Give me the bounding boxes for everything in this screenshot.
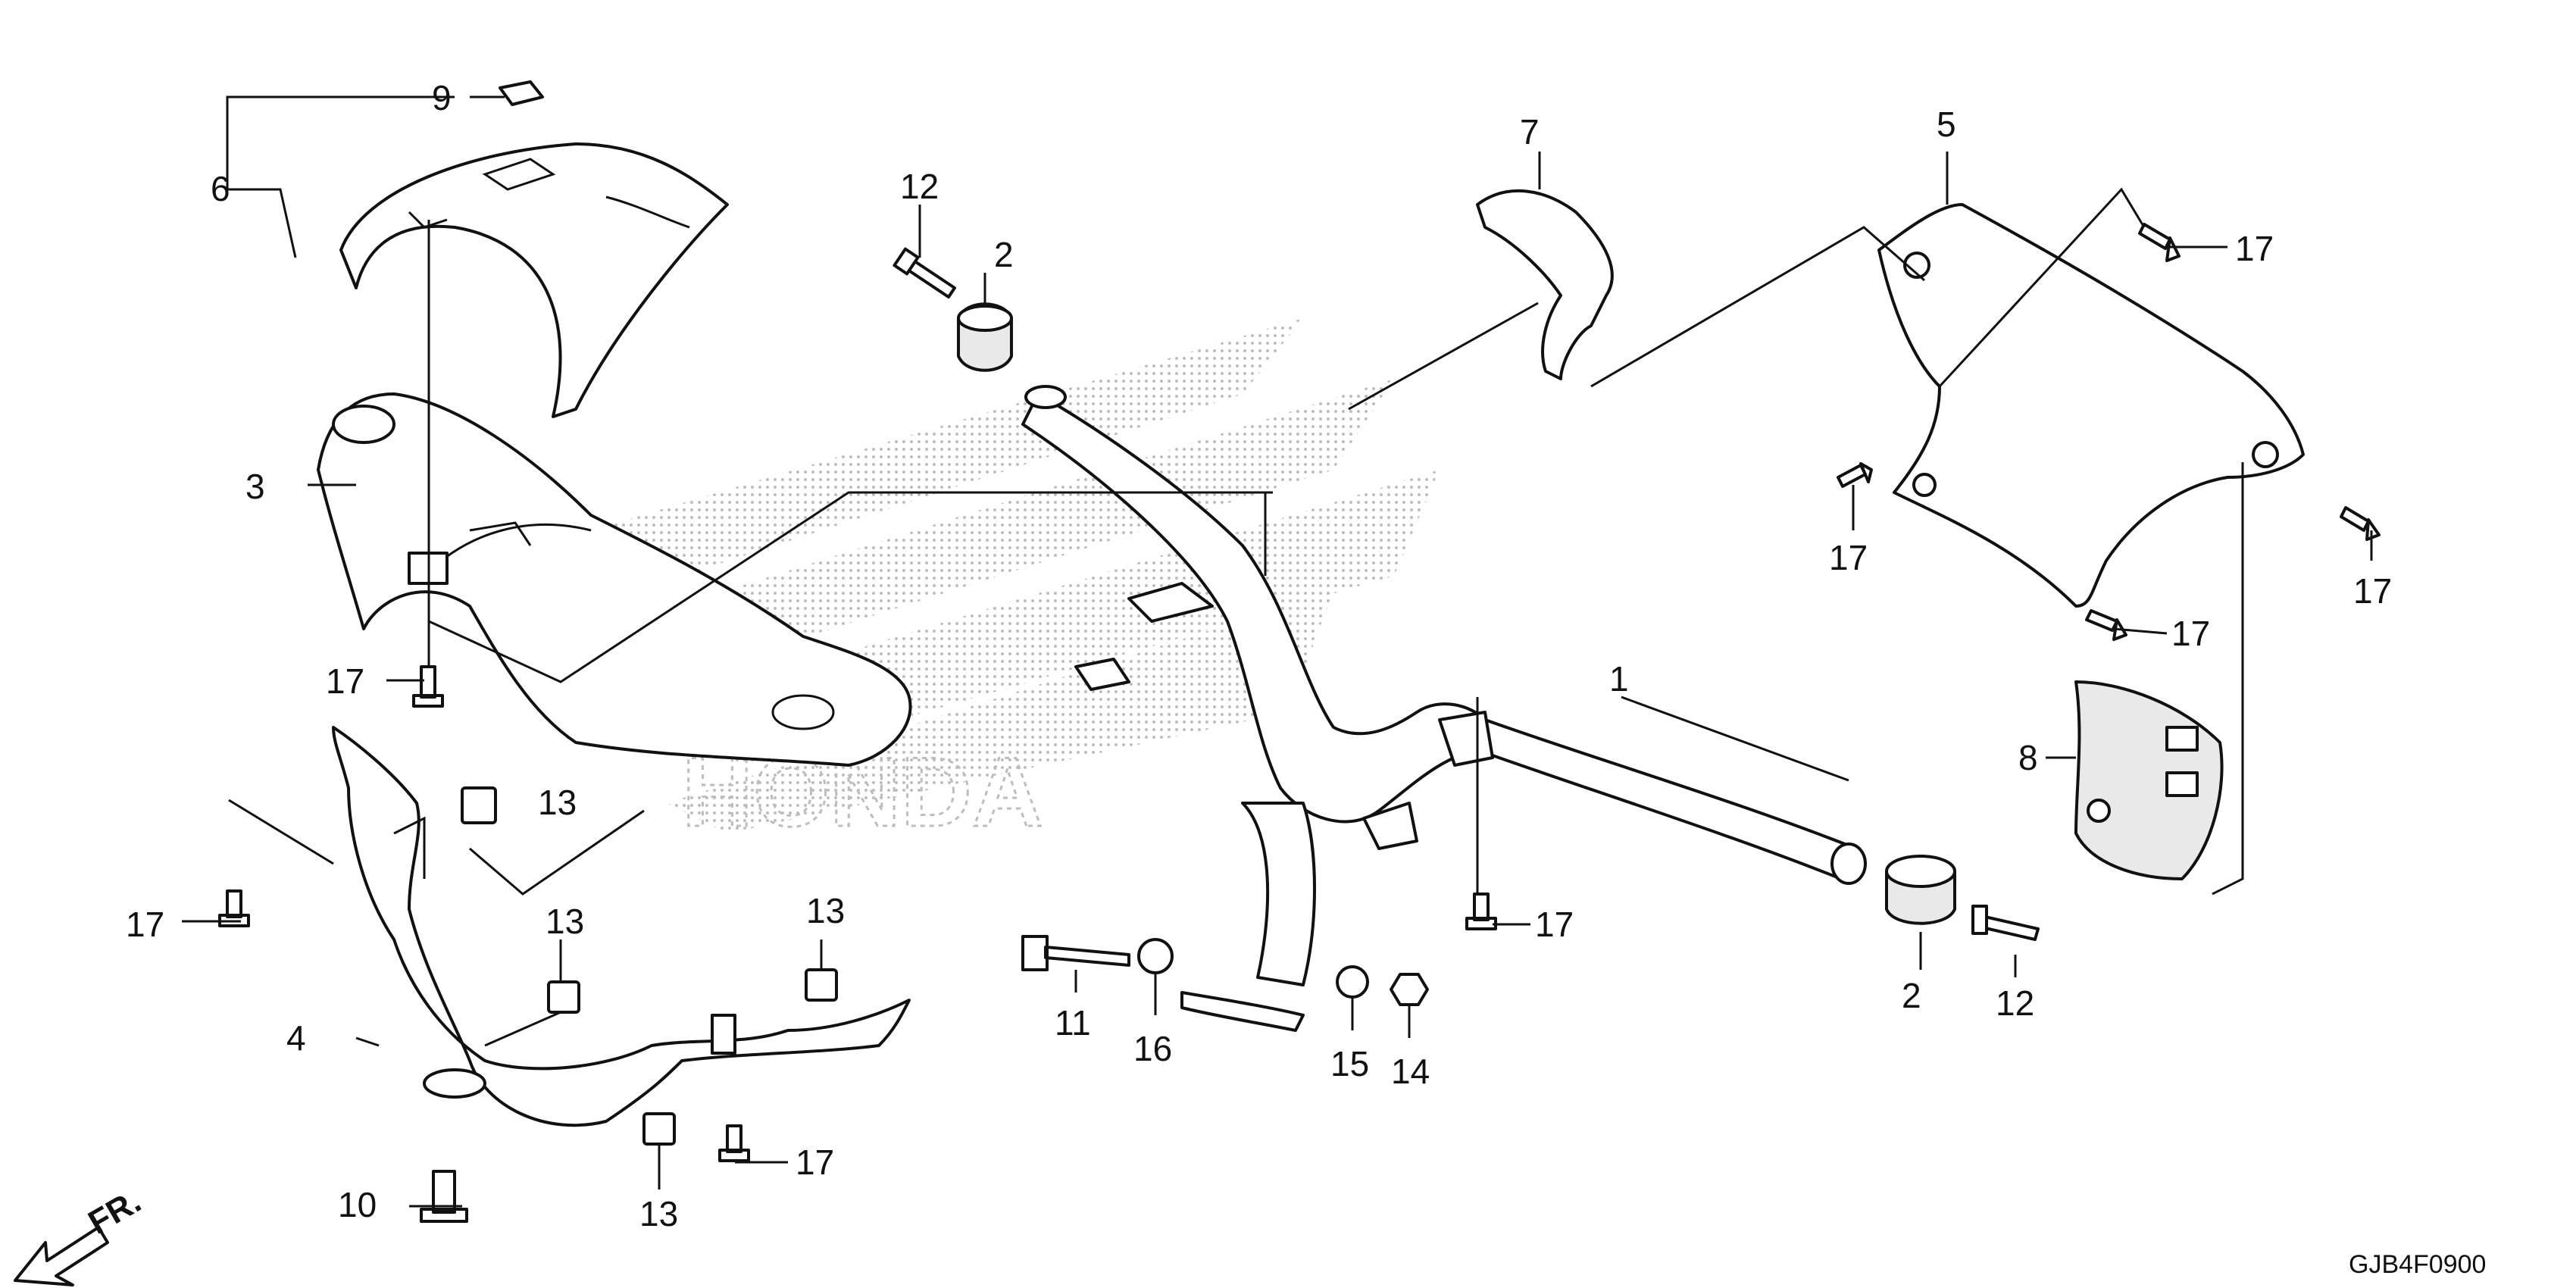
part-13-clip-c [805,968,838,1002]
part-12-bolt-left [893,247,956,299]
part-11-bolt [1021,935,1130,971]
part-9-clip [499,80,544,106]
callout-17-b: 17 [126,905,164,944]
callout-12-a: 12 [900,167,939,206]
part-13-clip-b [547,980,580,1014]
leader-lines [182,95,2373,1208]
callout-8: 8 [2018,738,2038,777]
callout-2-a: 2 [994,235,1014,274]
part-8-switch-housing [2074,680,2224,880]
callout-11: 11 [1055,1003,1091,1043]
part-10-bolt [420,1170,468,1223]
part-6-front-cover [339,142,729,418]
callout-10: 10 [338,1185,377,1224]
part-3-upper-cover [317,392,912,767]
part-13-clip-a [461,786,497,824]
callout-13-b: 13 [546,902,584,941]
callout-16: 16 [1133,1029,1172,1068]
callout-14: 14 [1391,1052,1430,1091]
callout-9: 9 [432,78,452,117]
callout-6: 6 [211,169,230,208]
callout-2-b: 2 [1902,976,1921,1015]
callout-17-d: 17 [2235,229,2274,268]
callout-1: 1 [1609,659,1629,699]
diagram-code: GJB4F0900 [2349,1250,2486,1279]
callout-17-a: 17 [326,661,364,701]
callout-13-d: 13 [639,1194,678,1233]
callout-3: 3 [245,467,265,506]
front-direction-marker: FR. [14,1183,147,1286]
part-7-bracket [1476,189,1614,380]
callout-17-h: 17 [1535,905,1574,944]
part-12-bolt-right [1971,905,2040,941]
callout-4: 4 [286,1018,306,1058]
callout-7: 7 [1520,112,1540,152]
callout-17-c: 17 [796,1143,834,1182]
callout-17-f: 17 [2171,614,2210,653]
part-1-handlebar [1021,385,1867,1032]
callout-17-g: 17 [2353,571,2392,611]
callout-17-e: 17 [1829,538,1868,577]
part-16-washer [1137,938,1174,974]
part-2-bushing-right [1885,855,1956,925]
part-2-bushing-left [957,302,1013,372]
part-13-clip-d [642,1112,676,1146]
part-17-screws [218,223,2381,1162]
part-4-lower-cover [332,726,911,1127]
callout-15: 15 [1330,1044,1369,1083]
callout-13-a: 13 [538,783,577,822]
part-5-rear-cover [1877,203,2305,608]
callout-labels: 9 6 3 17 17 13 13 13 4 17 10 13 12 2 7 5… [126,78,2392,1233]
callout-12-b: 12 [1996,983,2034,1023]
part-15-washer [1336,965,1369,999]
callout-13-c: 13 [806,891,845,930]
callout-5: 5 [1937,105,1956,144]
part-14-nut [1390,973,1429,1006]
